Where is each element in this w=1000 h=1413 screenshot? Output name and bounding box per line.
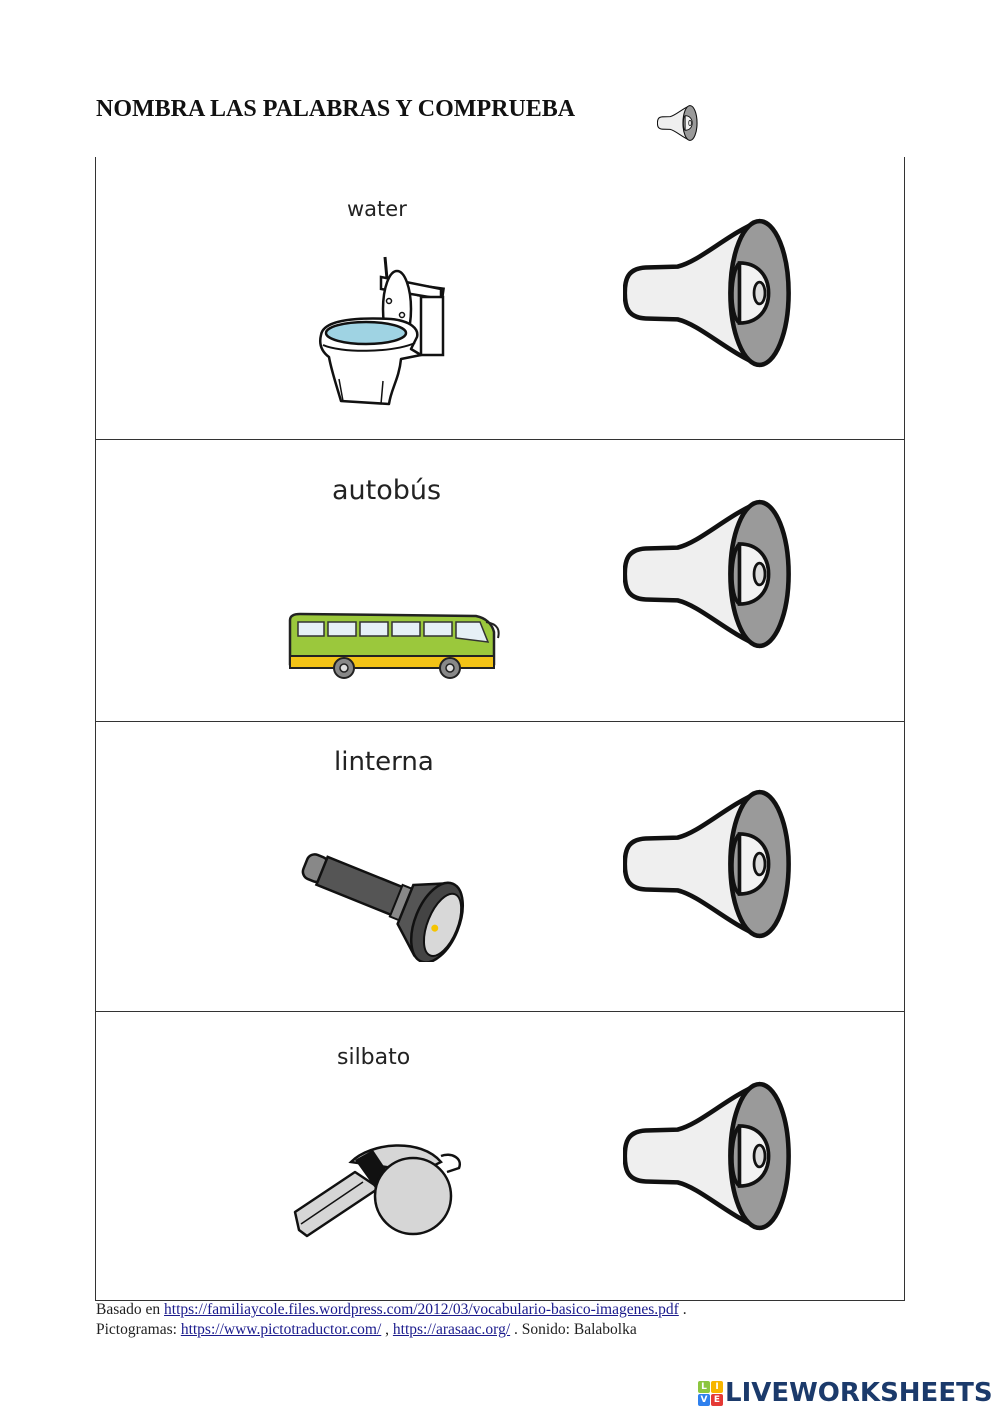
logo-letter: V <box>698 1393 710 1406</box>
footer-prefix: Pictogramas: <box>96 1321 181 1338</box>
footer-suffix: . Sonido: Balabolka <box>510 1321 637 1338</box>
word-label: silbato <box>337 1045 411 1070</box>
megaphone-speaker-icon[interactable] <box>623 490 805 658</box>
logo-letter: E <box>711 1393 723 1406</box>
footer-line-2: Pictogramas: https://www.pictotraductor.… <box>96 1321 637 1339</box>
logo-letter: I <box>711 1380 723 1393</box>
logo-letter: L <box>698 1380 710 1393</box>
flashlight-icon <box>301 853 465 962</box>
megaphone-speaker-icon[interactable] <box>623 209 805 377</box>
speaker-icon[interactable] <box>657 103 701 143</box>
toilet-icon <box>319 256 445 406</box>
footer-suffix: . <box>678 1301 687 1318</box>
bus-icon <box>288 612 500 679</box>
table-row: autobús <box>96 440 904 722</box>
page-title: NOMBRA LAS PALABRAS Y COMPRUEBA <box>96 96 576 122</box>
word-label: autobús <box>332 475 442 506</box>
table-row: silbato <box>96 1012 904 1301</box>
arasaac-link[interactable]: https://arasaac.org/ <box>392 1321 511 1338</box>
table-row: water <box>96 157 904 440</box>
megaphone-speaker-icon[interactable] <box>623 780 805 948</box>
pictotraductor-link[interactable]: https://www.pictotraductor.com/ <box>180 1321 382 1338</box>
footer-line-1: Basado en https://familiaycole.files.wor… <box>96 1301 687 1319</box>
footer-prefix: Basado en <box>96 1301 165 1318</box>
source-link[interactable]: https://familiaycole.files.wordpress.com… <box>164 1301 679 1318</box>
footer-separator: , <box>381 1321 393 1338</box>
logo-blocks-icon: L I V E <box>698 1380 723 1406</box>
liveworksheets-logo: L I V E LIVEWORKSHEETS <box>698 1378 993 1408</box>
word-table: water autobús <box>95 157 905 1301</box>
megaphone-speaker-icon[interactable] <box>623 1072 805 1240</box>
word-label: linterna <box>334 747 434 777</box>
logo-text: LIVEWORKSHEETS <box>725 1378 993 1408</box>
word-label: water <box>347 197 407 221</box>
whistle-icon <box>293 1144 462 1238</box>
table-row: linterna <box>96 722 904 1012</box>
